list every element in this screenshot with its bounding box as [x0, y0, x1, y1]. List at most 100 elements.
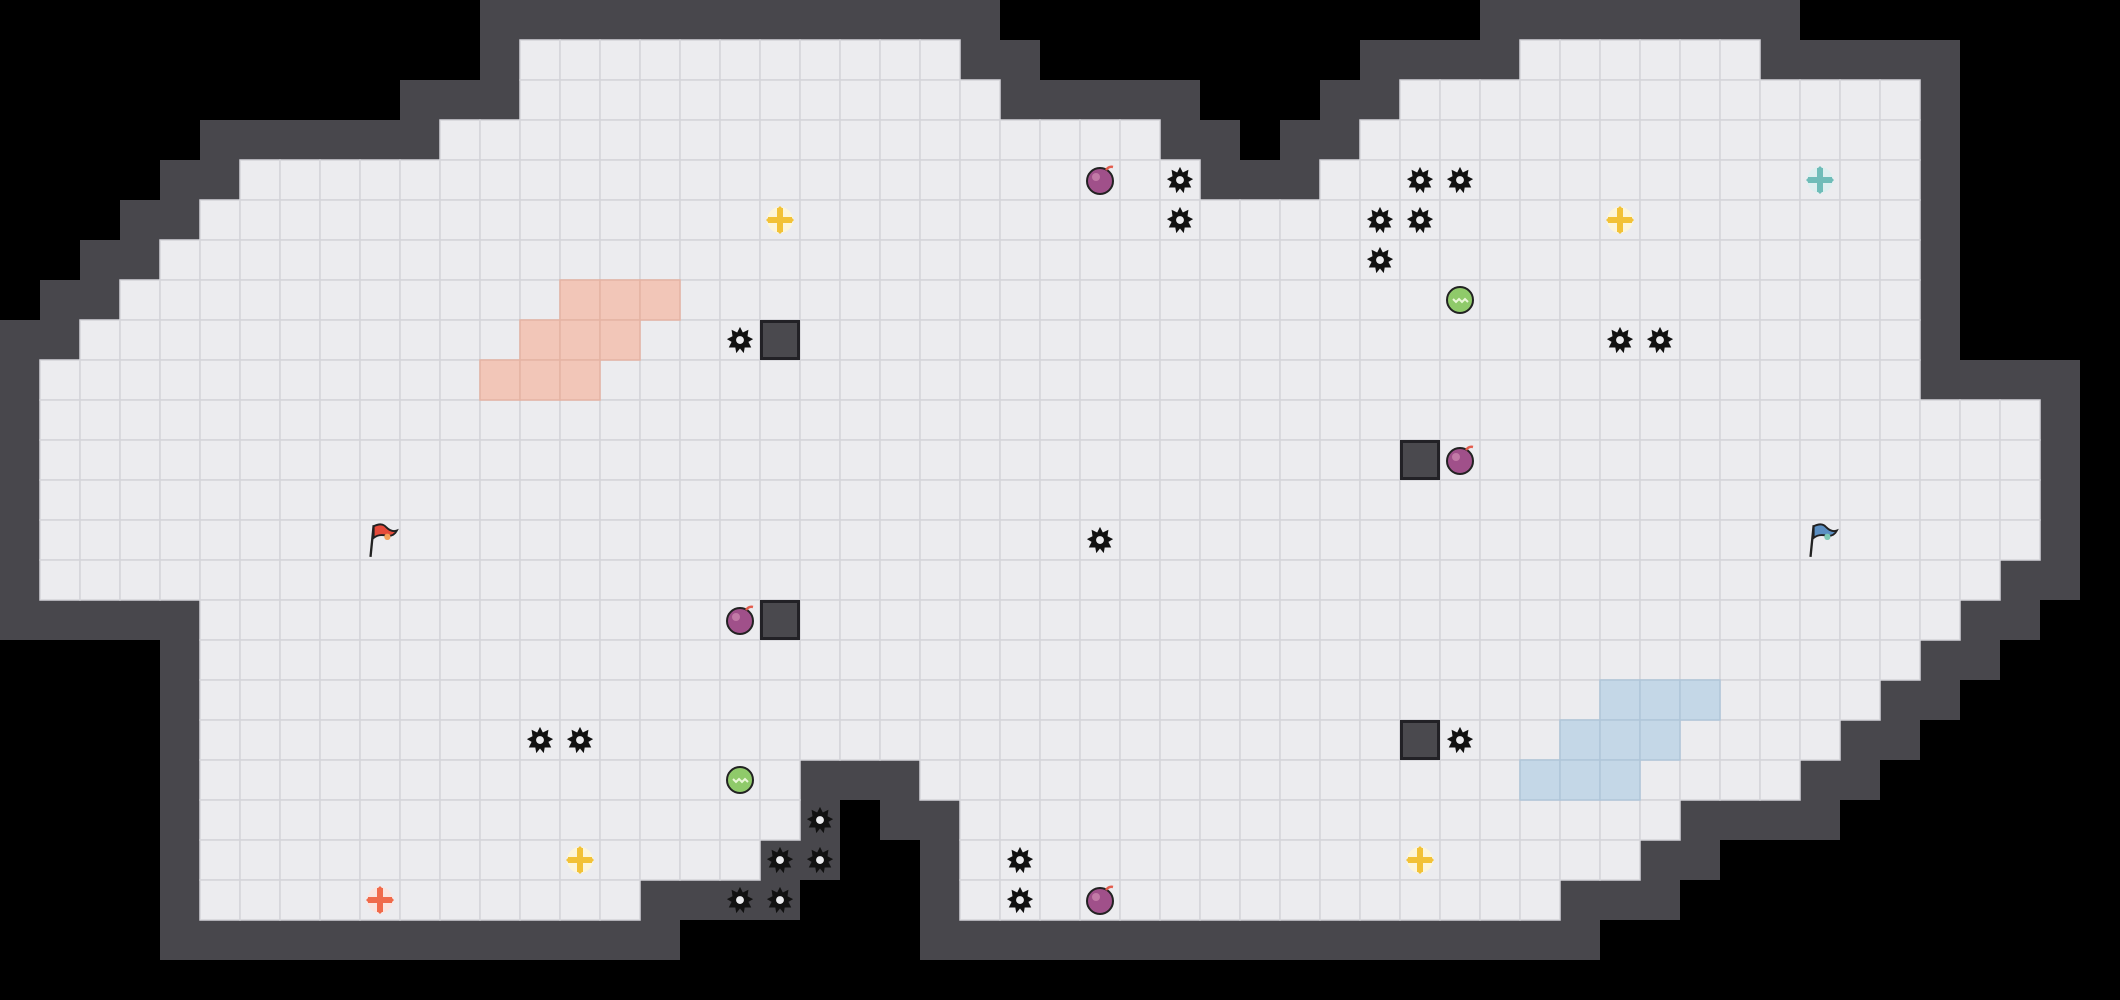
- floor-tile[interactable]: [599, 359, 641, 401]
- floor-tile[interactable]: [1319, 519, 1361, 561]
- floor-tile[interactable]: [1679, 39, 1721, 81]
- floor-tile[interactable]: [639, 79, 681, 121]
- floor-tile[interactable]: [479, 399, 521, 441]
- floor-tile[interactable]: [1679, 719, 1721, 761]
- floor-tile[interactable]: [439, 159, 481, 201]
- floor-tile[interactable]: [479, 279, 521, 321]
- floor-tile[interactable]: [639, 599, 681, 641]
- floor-tile[interactable]: [1239, 479, 1281, 521]
- floor-tile[interactable]: [1239, 799, 1281, 841]
- floor-tile[interactable]: [799, 39, 841, 81]
- floor-tile[interactable]: [719, 519, 761, 561]
- floor-tile[interactable]: [1439, 119, 1481, 161]
- floor-tile[interactable]: [599, 199, 641, 241]
- floor-tile[interactable]: [719, 399, 761, 441]
- floor-tile[interactable]: [1599, 479, 1641, 521]
- floor-tile[interactable]: [1319, 719, 1361, 761]
- floor-tile[interactable]: [719, 799, 761, 841]
- floor-tile[interactable]: [1039, 159, 1081, 201]
- floor-tile[interactable]: [119, 519, 161, 561]
- floor-tile[interactable]: [1159, 599, 1201, 641]
- floor-tile[interactable]: [1079, 679, 1121, 721]
- floor-tile[interactable]: [399, 199, 441, 241]
- floor-tile[interactable]: [1719, 519, 1761, 561]
- floor-tile[interactable]: [1999, 439, 2041, 481]
- floor-tile[interactable]: [1039, 239, 1081, 281]
- floor-tile[interactable]: [1479, 399, 1521, 441]
- floor-tile[interactable]: [1279, 719, 1321, 761]
- floor-tile[interactable]: [1879, 159, 1921, 201]
- floor-tile[interactable]: [599, 559, 641, 601]
- floor-tile[interactable]: [679, 239, 721, 281]
- floor-tile[interactable]: [999, 639, 1041, 681]
- floor-tile[interactable]: [919, 39, 961, 81]
- floor-tile[interactable]: [719, 199, 761, 241]
- floor-tile[interactable]: [1479, 279, 1521, 321]
- floor-tile[interactable]: [1399, 479, 1441, 521]
- floor-tile[interactable]: [1839, 599, 1881, 641]
- floor-tile[interactable]: [399, 679, 441, 721]
- floor-tile[interactable]: [1319, 799, 1361, 841]
- floor-tile[interactable]: [1119, 479, 1161, 521]
- floor-tile[interactable]: [1319, 159, 1361, 201]
- floor-tile[interactable]: [1119, 159, 1161, 201]
- floor-tile[interactable]: [239, 679, 281, 721]
- floor-tile[interactable]: [1479, 559, 1521, 601]
- floor-tile[interactable]: [1959, 559, 2001, 601]
- floor-tile[interactable]: [359, 319, 401, 361]
- floor-tile[interactable]: [679, 639, 721, 681]
- floor-tile[interactable]: [799, 279, 841, 321]
- floor-tile[interactable]: [1359, 519, 1401, 561]
- floor-tile[interactable]: [1039, 879, 1081, 921]
- floor-tile[interactable]: [1879, 79, 1921, 121]
- floor-tile[interactable]: [399, 559, 441, 601]
- floor-tile[interactable]: [1079, 239, 1121, 281]
- floor-tile[interactable]: [999, 319, 1041, 361]
- floor-tile[interactable]: [519, 519, 561, 561]
- floor-tile[interactable]: [1919, 439, 1961, 481]
- floor-tile[interactable]: [1759, 559, 1801, 601]
- floor-tile[interactable]: [159, 359, 201, 401]
- floor-tile[interactable]: [1599, 279, 1641, 321]
- floor-tile[interactable]: [1439, 799, 1481, 841]
- floor-tile[interactable]: [1199, 519, 1241, 561]
- floor-tile[interactable]: [919, 119, 961, 161]
- floor-tile[interactable]: [1359, 279, 1401, 321]
- floor-tile[interactable]: [1279, 479, 1321, 521]
- floor-tile[interactable]: [159, 279, 201, 321]
- floor-tile[interactable]: [279, 159, 321, 201]
- floor-tile[interactable]: [1119, 319, 1161, 361]
- floor-tile[interactable]: [1479, 159, 1521, 201]
- floor-tile[interactable]: [1519, 879, 1561, 921]
- floor-tile[interactable]: [1359, 319, 1401, 361]
- floor-tile[interactable]: [79, 559, 121, 601]
- floor-tile[interactable]: [1479, 119, 1521, 161]
- floor-tile[interactable]: [1079, 639, 1121, 681]
- floor-tile[interactable]: [1999, 519, 2041, 561]
- floor-tile[interactable]: [1479, 479, 1521, 521]
- floor-tile[interactable]: [999, 799, 1041, 841]
- floor-tile[interactable]: [759, 439, 801, 481]
- floor-tile[interactable]: [1679, 439, 1721, 481]
- floor-tile[interactable]: [239, 359, 281, 401]
- floor-tile[interactable]: [919, 79, 961, 121]
- floor-tile[interactable]: [799, 639, 841, 681]
- floor-tile[interactable]: [1319, 559, 1361, 601]
- floor-tile[interactable]: [1439, 599, 1481, 641]
- floor-tile[interactable]: [1239, 879, 1281, 921]
- floor-tile[interactable]: [1839, 679, 1881, 721]
- floor-tile[interactable]: [1479, 319, 1521, 361]
- floor-tile[interactable]: [759, 399, 801, 441]
- floor-tile[interactable]: [1079, 719, 1121, 761]
- floor-tile[interactable]: [879, 39, 921, 81]
- floor-tile[interactable]: [1839, 239, 1881, 281]
- floor-tile[interactable]: [1239, 679, 1281, 721]
- floor-tile[interactable]: [1239, 519, 1281, 561]
- floor-tile[interactable]: [1199, 839, 1241, 881]
- floor-tile[interactable]: [479, 159, 521, 201]
- floor-tile[interactable]: [359, 159, 401, 201]
- floor-tile[interactable]: [1439, 199, 1481, 241]
- floor-tile[interactable]: [919, 319, 961, 361]
- floor-tile[interactable]: [519, 159, 561, 201]
- floor-tile[interactable]: [959, 519, 1001, 561]
